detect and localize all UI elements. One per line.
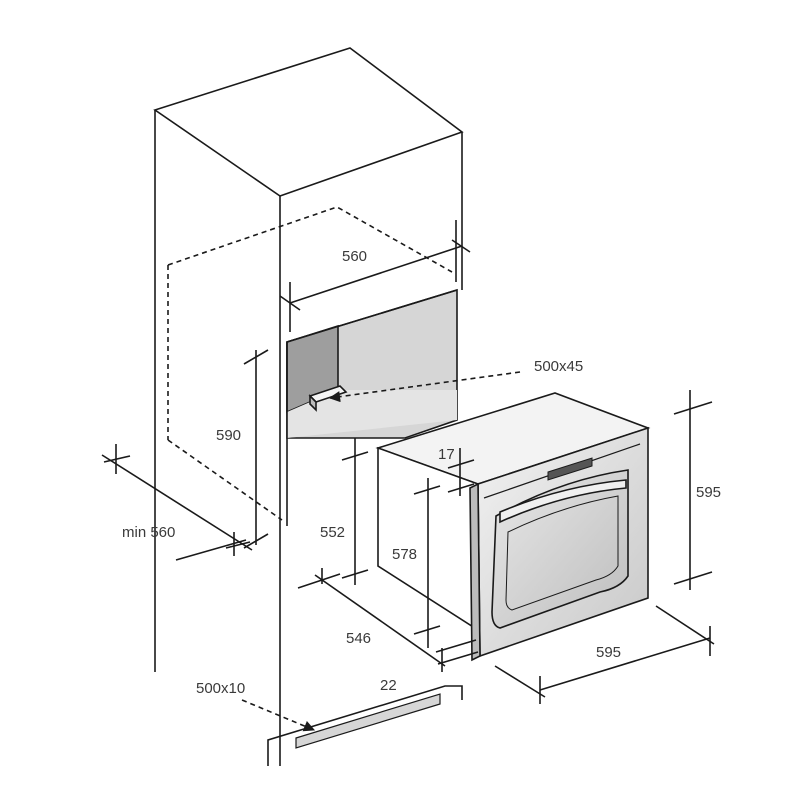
label-oven-depth: 546	[346, 630, 371, 647]
oven-recess	[286, 288, 458, 526]
label-cabinet-width: 560	[342, 248, 367, 265]
top-vent-leader	[328, 371, 521, 403]
oven	[375, 392, 651, 662]
dim-oven-depth	[314, 574, 446, 667]
label-front-thickness: 22	[380, 677, 397, 694]
dimension-labels: 560 500x45 590 min 560 17 552 578 595 54…	[122, 248, 721, 697]
bottom-vent-leader	[241, 699, 316, 732]
cabinet-top-face	[153, 47, 464, 197]
cabinet-interior-outline	[167, 206, 453, 521]
label-oven-inner-height: 578	[392, 546, 417, 563]
cabinet	[153, 47, 464, 766]
label-oven-front-height: 595	[696, 484, 721, 501]
label-cabinet-height: 590	[216, 427, 241, 444]
oven-handle	[499, 479, 627, 524]
label-oven-body-height: 552	[320, 524, 345, 541]
dimension-lines	[101, 220, 715, 704]
dim-cabinet-width	[289, 245, 463, 304]
label-top-vent: 500x45	[534, 358, 583, 375]
oven-display	[547, 457, 593, 481]
cabinet-plinth	[267, 685, 463, 766]
vent-leaders	[241, 371, 521, 732]
label-top-offset: 17	[438, 446, 455, 463]
dim-min-depth	[101, 454, 253, 551]
label-min-depth: min 560	[122, 524, 175, 541]
label-oven-width: 595	[596, 644, 621, 661]
dim-front-thickness	[437, 651, 479, 665]
bottom-vent-slot	[295, 693, 441, 749]
label-bottom-vent: 500x10	[196, 680, 245, 697]
dim-oven-width	[539, 637, 711, 691]
